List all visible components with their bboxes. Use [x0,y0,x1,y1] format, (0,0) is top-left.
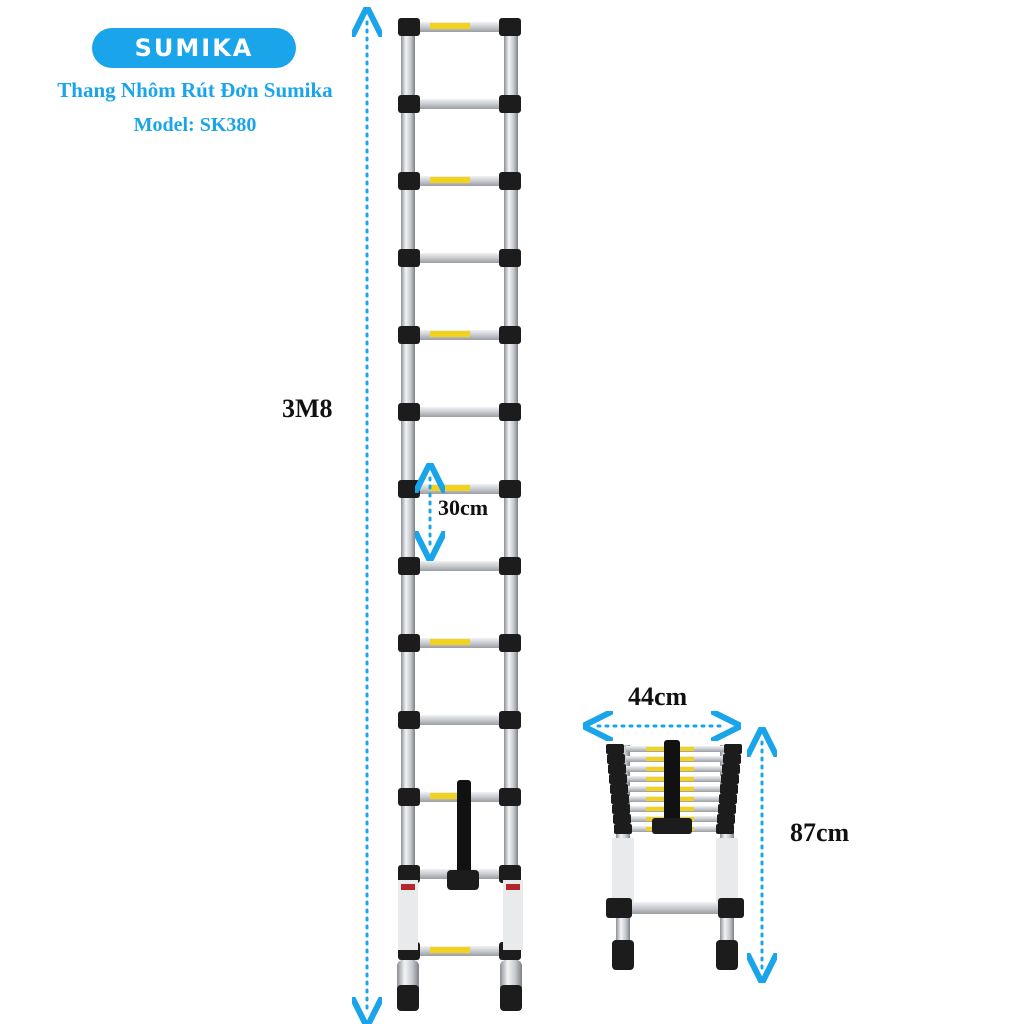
ladder-rung [398,18,521,36]
folded-width-label: 44cm [628,682,688,711]
folded-height-label: 87cm [790,818,850,847]
folded-ladder [606,740,744,970]
ladder-rung [398,480,521,498]
ladder-rung [398,95,521,113]
ladder-rung [398,711,521,729]
total-height-label: 3M8 [282,394,333,423]
ladder-rung [398,557,521,575]
ladder-rung [398,634,521,652]
ladder-rung [398,249,521,267]
ladder-rung [398,403,521,421]
step-spacing-label: 30cm [438,495,489,520]
product-model: Model: SK380 [133,114,257,136]
brand-logo: SUMIKA [92,28,296,68]
ladder-rung [398,172,521,190]
brand-logo-text: SUMIKA [134,34,254,62]
product-title: Thang Nhôm Rút Đơn Sumika [57,78,333,102]
ladder-rung [398,326,521,344]
extended-ladder [397,18,523,1011]
